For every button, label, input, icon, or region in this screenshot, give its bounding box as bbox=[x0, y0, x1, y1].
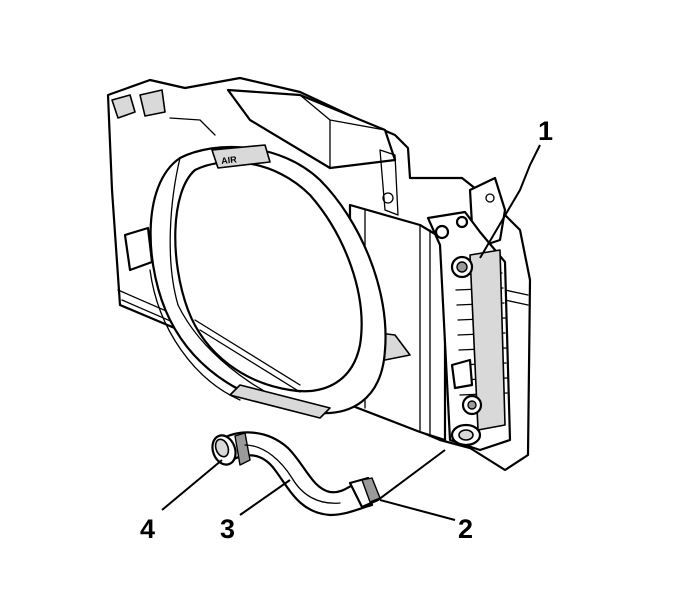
callout-4: 4 bbox=[140, 514, 155, 544]
callout-1: 1 bbox=[538, 116, 553, 146]
leader-4 bbox=[161, 459, 223, 511]
fan-shroud: AIR bbox=[123, 144, 387, 419]
leader-1 bbox=[479, 144, 541, 259]
radiator-end-tank bbox=[426, 210, 512, 452]
leader-2 bbox=[379, 499, 456, 521]
lower-radiator-hose bbox=[211, 431, 381, 517]
shroud-marking-text: AIR bbox=[221, 154, 238, 166]
callout-leaders bbox=[161, 144, 541, 521]
callout-3: 3 bbox=[220, 514, 235, 544]
leader-3 bbox=[239, 479, 291, 516]
callout-2: 2 bbox=[458, 514, 473, 544]
leader-2b bbox=[377, 449, 446, 501]
